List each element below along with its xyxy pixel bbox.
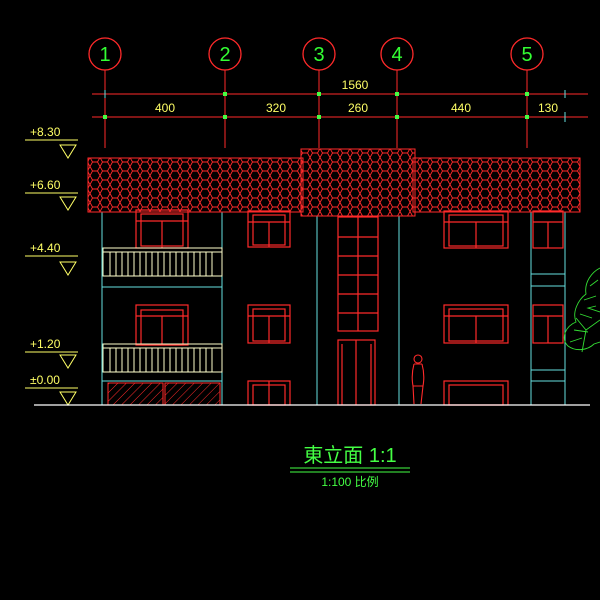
elevation-marker-830: +8.30 xyxy=(25,125,78,159)
elevation-marker-440: +4.40 xyxy=(25,241,78,276)
drawing-title: 東立面 1:1 xyxy=(303,444,396,467)
dimension-segment-2: 320 xyxy=(266,101,286,115)
elevation-markers: +8.30 +6.60 +4.40 +1.20 ±0.00 xyxy=(25,125,78,406)
window-narrow-middle xyxy=(532,304,564,344)
window-right-middle xyxy=(443,304,509,344)
roof-right xyxy=(412,157,581,213)
elevation-marker-000: ±0.00 xyxy=(25,373,78,406)
axis-bubble-3: 3 xyxy=(302,37,336,148)
dimension-segment-5: 130 xyxy=(538,101,558,115)
elevation-label-440: +4.40 xyxy=(30,241,61,255)
human-figure-icon xyxy=(411,354,425,405)
balconies xyxy=(102,247,223,373)
axis-label-3: 3 xyxy=(313,44,324,66)
garage-door-right xyxy=(164,382,221,406)
window-left-middle xyxy=(135,304,189,346)
window-right-lower xyxy=(443,380,509,406)
dimension-total: 1560 xyxy=(342,78,369,92)
elevation-label-660: +6.60 xyxy=(30,178,61,192)
entry-door xyxy=(337,339,376,406)
elevation-label-830: +8.30 xyxy=(30,125,61,139)
dimension-lines: 1560 400 320 260 440 130 xyxy=(92,78,588,122)
window-bay2-upper xyxy=(247,210,291,248)
drawing-scale: 1:100 比例 xyxy=(321,475,378,489)
dimension-segment-4: 440 xyxy=(451,101,471,115)
dimension-segment-1: 400 xyxy=(155,101,175,115)
window-right-upper xyxy=(443,210,509,249)
elevation-marker-120: +1.20 xyxy=(25,337,78,369)
roof-center xyxy=(300,148,416,217)
balcony-upper xyxy=(102,247,223,277)
window-bay2-middle xyxy=(247,304,291,344)
window-bay2-lower xyxy=(247,380,291,406)
window-left-upper xyxy=(135,209,189,249)
axis-label-5: 5 xyxy=(521,44,532,66)
axis-label-2: 2 xyxy=(219,44,230,66)
elevation-marker-660: +6.60 xyxy=(25,178,78,211)
axis-bubble-1: 1 xyxy=(88,37,122,148)
window-narrow-upper xyxy=(532,210,564,249)
axis-label-1: 1 xyxy=(99,44,110,66)
dimension-segment-3: 260 xyxy=(348,101,368,115)
elevation-label-120: +1.20 xyxy=(30,337,61,351)
axis-bubble-4: 4 xyxy=(380,37,414,148)
tree-icon xyxy=(563,267,600,353)
window-stair-tower xyxy=(337,216,379,332)
roof xyxy=(87,148,581,217)
axis-bubble-5: 5 xyxy=(510,37,544,148)
axis-label-4: 4 xyxy=(391,44,402,66)
building-walls xyxy=(101,212,566,405)
elevation-label-000: ±0.00 xyxy=(30,373,60,387)
balcony-lower xyxy=(102,343,223,373)
garage-door-left xyxy=(107,382,164,406)
garage-doors xyxy=(107,382,221,406)
axis-bubble-2: 2 xyxy=(208,37,242,148)
roof-left xyxy=(87,157,304,213)
axis-bubbles: 1 2 3 4 5 xyxy=(88,37,544,148)
title-block: 東立面 1:1 1:100 比例 xyxy=(290,444,410,489)
windows xyxy=(135,209,564,406)
